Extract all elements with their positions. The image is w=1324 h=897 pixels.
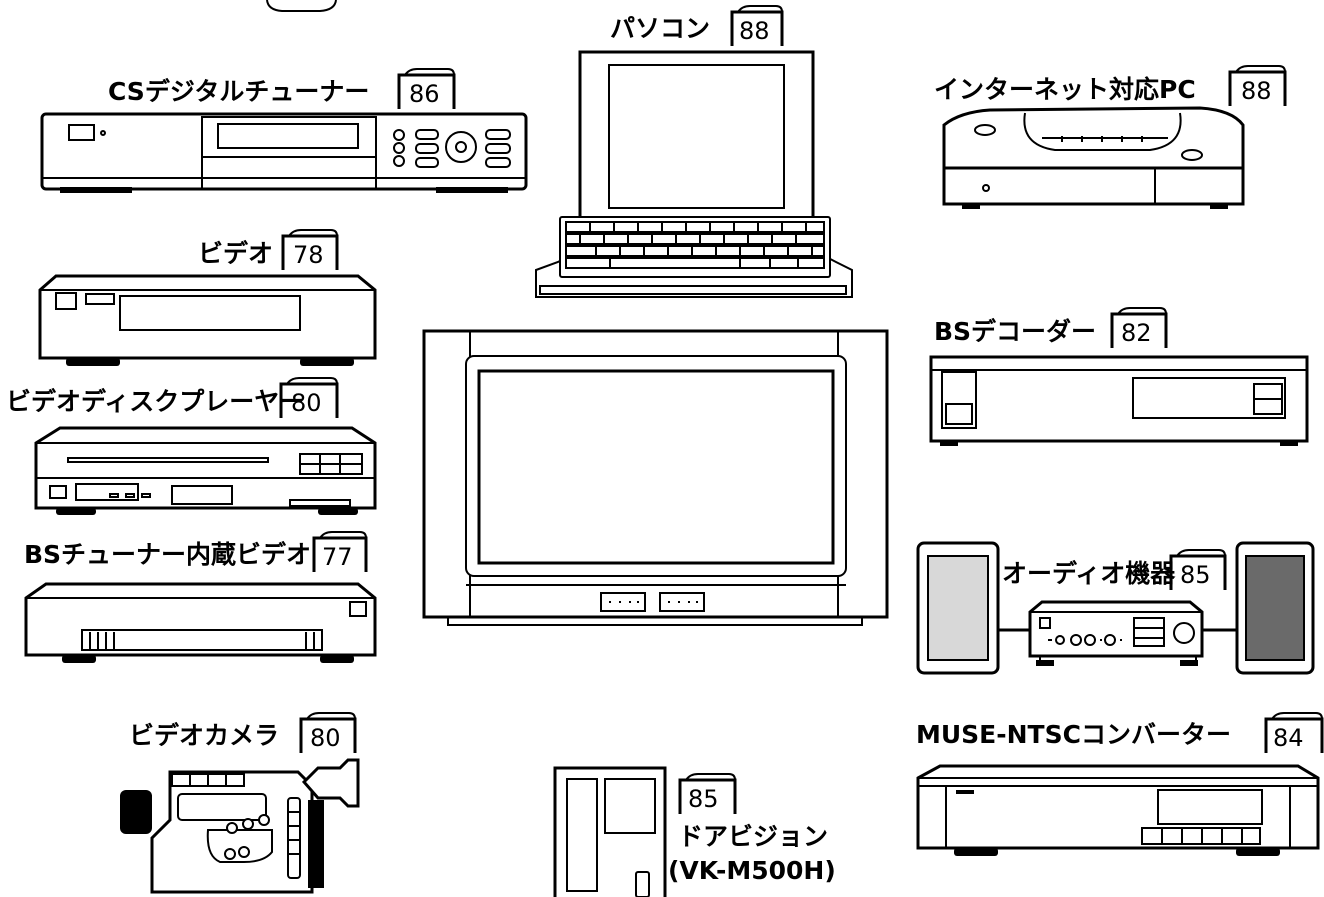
bs-decoder-page-ref[interactable]: 82 [1110, 307, 1168, 348]
svg-text:84: 84 [1273, 724, 1304, 752]
internet-pc-illustration [942, 106, 1245, 209]
audio-page-ref[interactable]: 85 [1169, 549, 1227, 590]
door-vision-illustration [553, 766, 667, 897]
audio-illustration [916, 541, 1315, 675]
svg-text:80: 80 [291, 389, 322, 417]
cs-tuner-label: CSデジタルチューナー [108, 77, 369, 106]
pasokon-page-ref[interactable]: 88 [730, 5, 784, 46]
disc-player-group: ビデオディスクプレーヤー 80 [6, 377, 377, 515]
camera-label: ビデオカメラ [129, 721, 279, 750]
disc-player-label: ビデオディスクプレーヤー [6, 387, 304, 416]
audio-group: オーディオ機器 85 [916, 541, 1315, 675]
video-group: ビデオ 78 [38, 229, 377, 366]
svg-text:80: 80 [310, 724, 341, 752]
converter-group: MUSE-NTSCコンバーター 84 [916, 712, 1324, 856]
bs-tuner-video-label: BSチューナー内蔵ビデオ [24, 540, 311, 569]
converter-page-ref[interactable]: 84 [1264, 712, 1324, 753]
internet-pc-label: インターネット対応PC [934, 75, 1196, 104]
bs-tuner-video-illustration [24, 582, 377, 663]
pasokon-group: パソコン 88 [535, 5, 853, 298]
disc-player-page-ref[interactable]: 80 [279, 377, 339, 418]
cs-tuner-page-ref[interactable]: 86 [397, 68, 456, 109]
door-vision-label: ドアビジョン [678, 822, 828, 851]
cs-tuner-group: CSデジタルチューナー 86 [40, 68, 528, 193]
audio-label: オーディオ機器 [1002, 559, 1176, 588]
video-page-ref[interactable]: 78 [281, 229, 339, 270]
bs-tuner-video-page-ref[interactable]: 77 [312, 531, 368, 572]
page-tab-partial [266, 0, 337, 12]
door-vision-page-ref[interactable]: 85 [678, 773, 737, 814]
video-illustration [38, 274, 377, 366]
bs-tuner-video-group: BSチューナー内蔵ビデオ 77 [24, 531, 377, 663]
svg-text:78: 78 [293, 241, 324, 269]
internet-pc-page-ref[interactable]: 88 [1228, 65, 1287, 106]
cs-tuner-illustration [40, 112, 528, 193]
door-vision-model: (VK-M500H) [668, 856, 836, 885]
converter-illustration [916, 764, 1320, 856]
door-vision-group: 85 ドアビジョン (VK-M500H) [553, 766, 836, 897]
laptop-keyboard [565, 221, 825, 269]
camera-page-ref[interactable]: 80 [299, 712, 357, 753]
pasokon-label: パソコン [610, 14, 710, 43]
bs-decoder-illustration [929, 355, 1309, 446]
internet-pc-group: インターネット対応PC 88 [934, 65, 1287, 209]
television-illustration [422, 329, 889, 626]
disc-player-illustration [34, 426, 377, 515]
svg-text:82: 82 [1121, 319, 1152, 347]
svg-text:85: 85 [688, 785, 719, 813]
svg-text:86: 86 [409, 80, 440, 108]
svg-text:88: 88 [1241, 77, 1272, 105]
converter-label: MUSE-NTSCコンバーター [916, 720, 1231, 749]
video-camera-illustration [120, 758, 360, 894]
svg-text:88: 88 [739, 17, 770, 45]
bs-decoder-label: BSデコーダー [934, 317, 1096, 346]
video-label: ビデオ [198, 239, 273, 268]
svg-text:77: 77 [322, 543, 353, 571]
bs-decoder-group: BSデコーダー 82 [929, 307, 1309, 446]
camera-group: ビデオカメラ 80 [120, 712, 360, 894]
laptop-illustration [535, 50, 853, 298]
svg-text:85: 85 [1180, 561, 1211, 589]
